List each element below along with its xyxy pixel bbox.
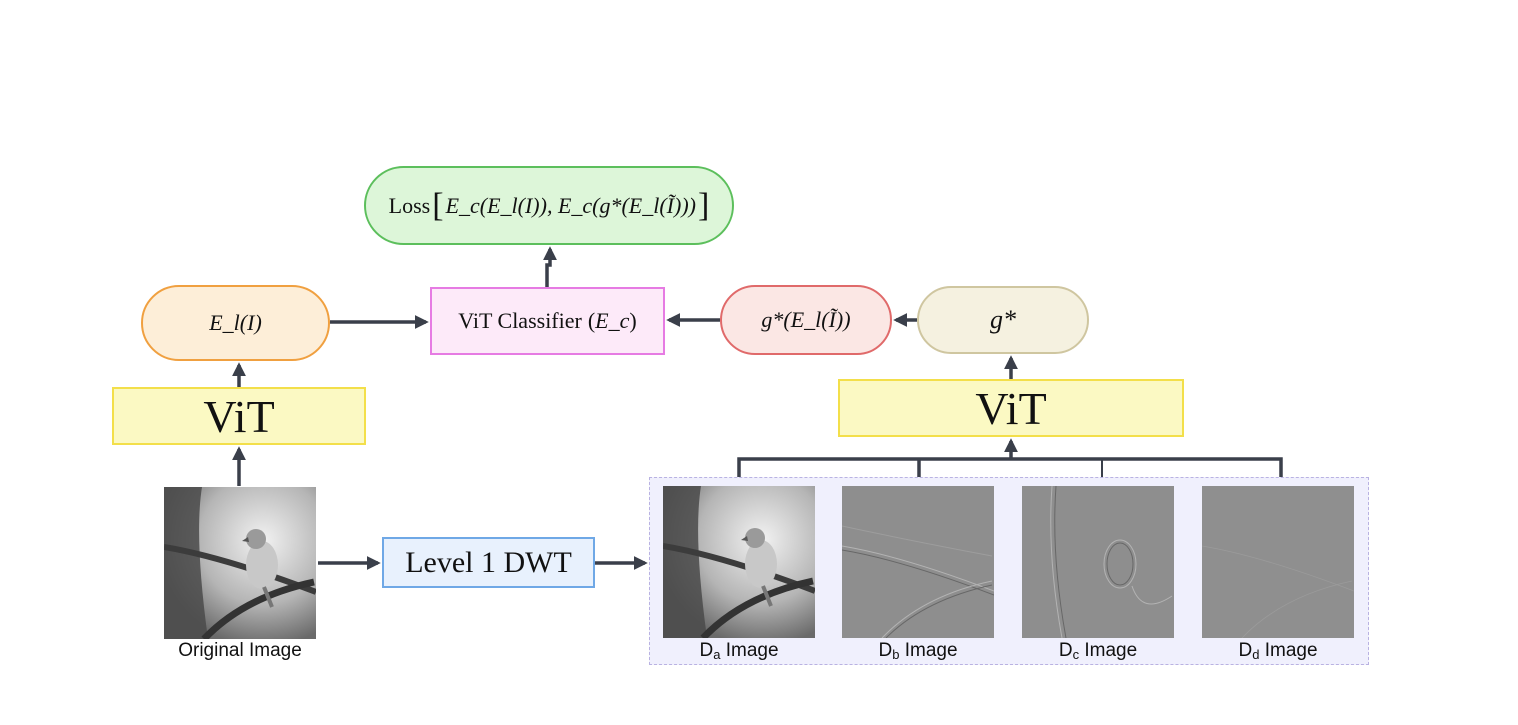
caption-suffix: Image (1079, 640, 1138, 661)
loss-node: Loss [ E_c(E_l(I)), E_c(g*(E_l(Ĩ))) ] (364, 166, 734, 245)
caption-letter: D (878, 640, 893, 661)
original-image-caption: Original Image (178, 640, 302, 661)
caption-suffix: Image (899, 640, 958, 661)
generator-node: g* (917, 286, 1089, 354)
encoder-output-node: E_l(I) (141, 285, 330, 361)
vit-classifier-symbol: E_c (595, 308, 630, 333)
caption-letter: D (1058, 640, 1073, 661)
right-bracket: ] (697, 186, 710, 224)
caption-sub: b (892, 647, 900, 662)
vit-encoder-left: ViT (112, 387, 366, 445)
vit-right-label: ViT (975, 382, 1047, 434)
encoder-output-label: E_l(I) (209, 310, 262, 335)
subband-a-caption: Da Image (663, 640, 815, 662)
arrow-classifier-to-loss (543, 246, 557, 287)
vit-left-label: ViT (203, 390, 275, 442)
caption-suffix: Image (720, 640, 779, 661)
loss-formula: E_c(E_l(I)), E_c(g*(E_l(Ĩ))) (445, 192, 696, 218)
caption-sub: c (1072, 647, 1080, 662)
left-bracket: [ (432, 186, 444, 224)
generator-output-label: g*(E_l(Ĩ)) (761, 307, 851, 332)
subband-c-image (1022, 486, 1174, 638)
subband-b-caption: Db Image (842, 640, 994, 662)
subband-a-image (663, 486, 815, 638)
vit-classifier-label: ViT Classifier (458, 308, 582, 333)
subband-d-caption: Dd Image (1202, 640, 1354, 662)
generator-label: g* (990, 305, 1016, 334)
original-image (164, 487, 316, 639)
vit-classifier-node: ViT Classifier ( E_c ) (430, 287, 665, 355)
loss-prefix: Loss (388, 192, 431, 218)
subband-b-image (842, 486, 994, 638)
generator-output-node: g*(E_l(Ĩ)) (720, 285, 892, 355)
open-paren: ( (587, 308, 596, 333)
close-paren: ) (629, 308, 637, 333)
caption-sub: a (713, 647, 721, 662)
caption-suffix: Image (1259, 640, 1318, 661)
dwt-node: Level 1 DWT (382, 537, 595, 588)
caption-sub: d (1252, 647, 1260, 662)
dwt-label: Level 1 DWT (405, 545, 572, 579)
caption-letter: D (699, 640, 714, 661)
subband-d-image (1202, 486, 1354, 638)
vit-encoder-right: ViT (838, 379, 1184, 437)
subband-c-caption: Dc Image (1022, 640, 1174, 662)
caption-letter: D (1238, 640, 1253, 661)
